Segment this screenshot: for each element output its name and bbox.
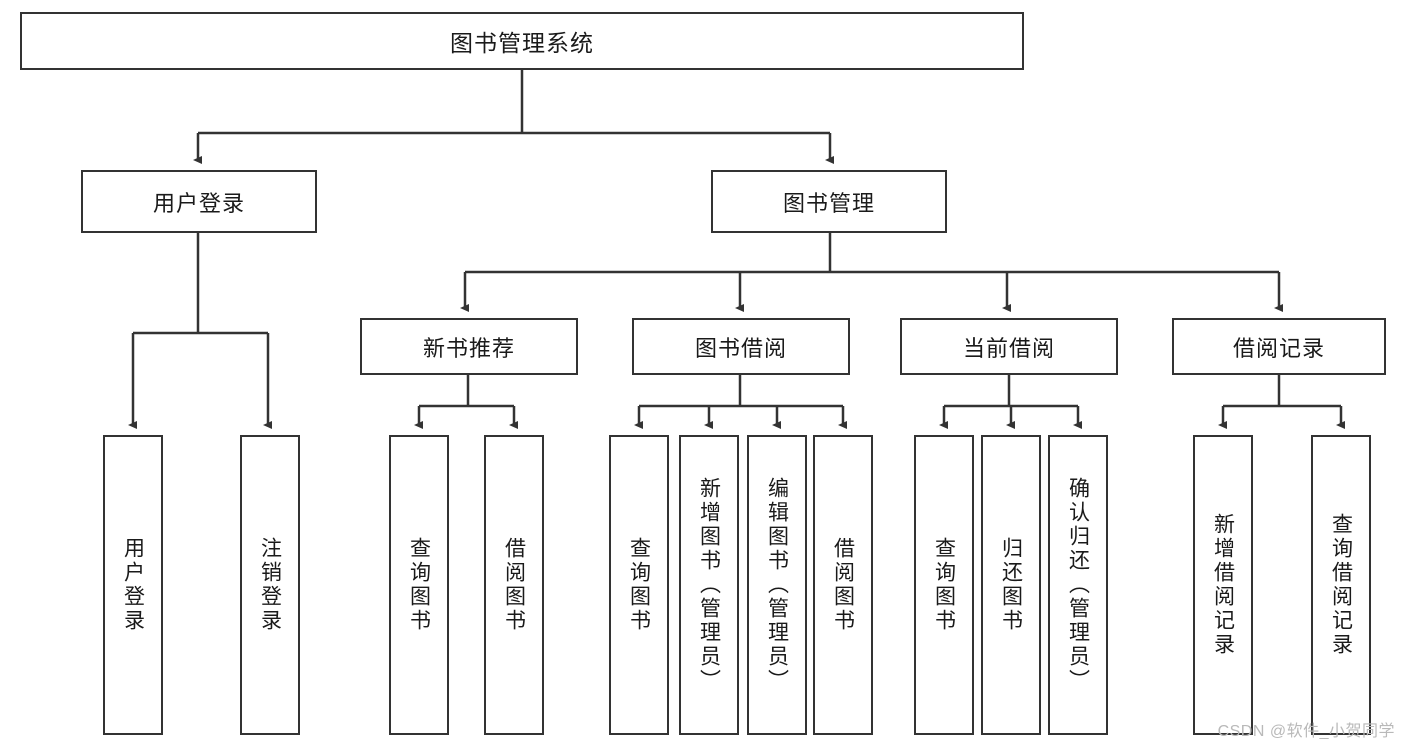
leaf-user-logout-label: 注销登录	[258, 537, 282, 633]
leaf-borrow-borrow-book[interactable]: 借阅图书	[813, 435, 873, 735]
leaf-borrow-edit-book[interactable]: 编辑图书（管理员）	[747, 435, 807, 735]
node-new-book-recommend[interactable]: 新书推荐	[360, 318, 578, 375]
leaf-newbook-query-book[interactable]: 查询图书	[389, 435, 449, 735]
leaf-current-return-book-label: 归还图书	[999, 537, 1023, 633]
node-root[interactable]: 图书管理系统	[20, 12, 1024, 70]
leaf-user-login[interactable]: 用户登录	[103, 435, 163, 735]
leaf-borrow-query-book[interactable]: 查询图书	[609, 435, 669, 735]
watermark: CSDN @软件_小贺同学	[1217, 723, 1395, 740]
leaf-newbook-borrow-book[interactable]: 借阅图书	[484, 435, 544, 735]
leaf-newbook-query-book-label: 查询图书	[407, 537, 431, 633]
leaf-borrow-add-book[interactable]: 新增图书（管理员）	[679, 435, 739, 735]
leaf-newbook-borrow-book-label: 借阅图书	[502, 537, 526, 633]
leaf-record-query-record-label: 查询借阅记录	[1329, 513, 1353, 657]
node-book-borrow[interactable]: 图书借阅	[632, 318, 850, 375]
leaf-current-query-book-label: 查询图书	[932, 537, 956, 633]
leaf-record-query-record[interactable]: 查询借阅记录	[1311, 435, 1371, 735]
leaf-user-logout[interactable]: 注销登录	[240, 435, 300, 735]
leaf-record-add-record-label: 新增借阅记录	[1211, 513, 1235, 657]
leaf-record-add-record[interactable]: 新增借阅记录	[1193, 435, 1253, 735]
node-book-borrow-label: 图书借阅	[694, 335, 787, 361]
leaf-current-query-book[interactable]: 查询图书	[914, 435, 974, 735]
node-current-borrow[interactable]: 当前借阅	[900, 318, 1118, 375]
node-root-label: 图书管理系统	[450, 30, 594, 56]
leaf-borrow-edit-book-label: 编辑图书（管理员）	[765, 477, 789, 693]
leaf-current-confirm-return-label: 确认归还（管理员）	[1066, 477, 1090, 693]
node-book-management-label: 图书管理	[782, 190, 875, 216]
node-new-book-recommend-label: 新书推荐	[422, 335, 515, 361]
leaf-current-return-book[interactable]: 归还图书	[981, 435, 1041, 735]
leaf-user-login-label: 用户登录	[121, 537, 145, 633]
leaf-borrow-add-book-label: 新增图书（管理员）	[697, 477, 721, 693]
leaf-borrow-borrow-book-label: 借阅图书	[831, 537, 855, 633]
node-user-login-label: 用户登录	[152, 190, 245, 216]
node-book-management[interactable]: 图书管理	[711, 170, 947, 233]
node-current-borrow-label: 当前借阅	[962, 335, 1055, 361]
node-borrow-record-label: 借阅记录	[1232, 335, 1325, 361]
leaf-borrow-query-book-label: 查询图书	[627, 537, 651, 633]
node-borrow-record[interactable]: 借阅记录	[1172, 318, 1386, 375]
leaf-current-confirm-return[interactable]: 确认归还（管理员）	[1048, 435, 1108, 735]
node-user-login[interactable]: 用户登录	[81, 170, 317, 233]
